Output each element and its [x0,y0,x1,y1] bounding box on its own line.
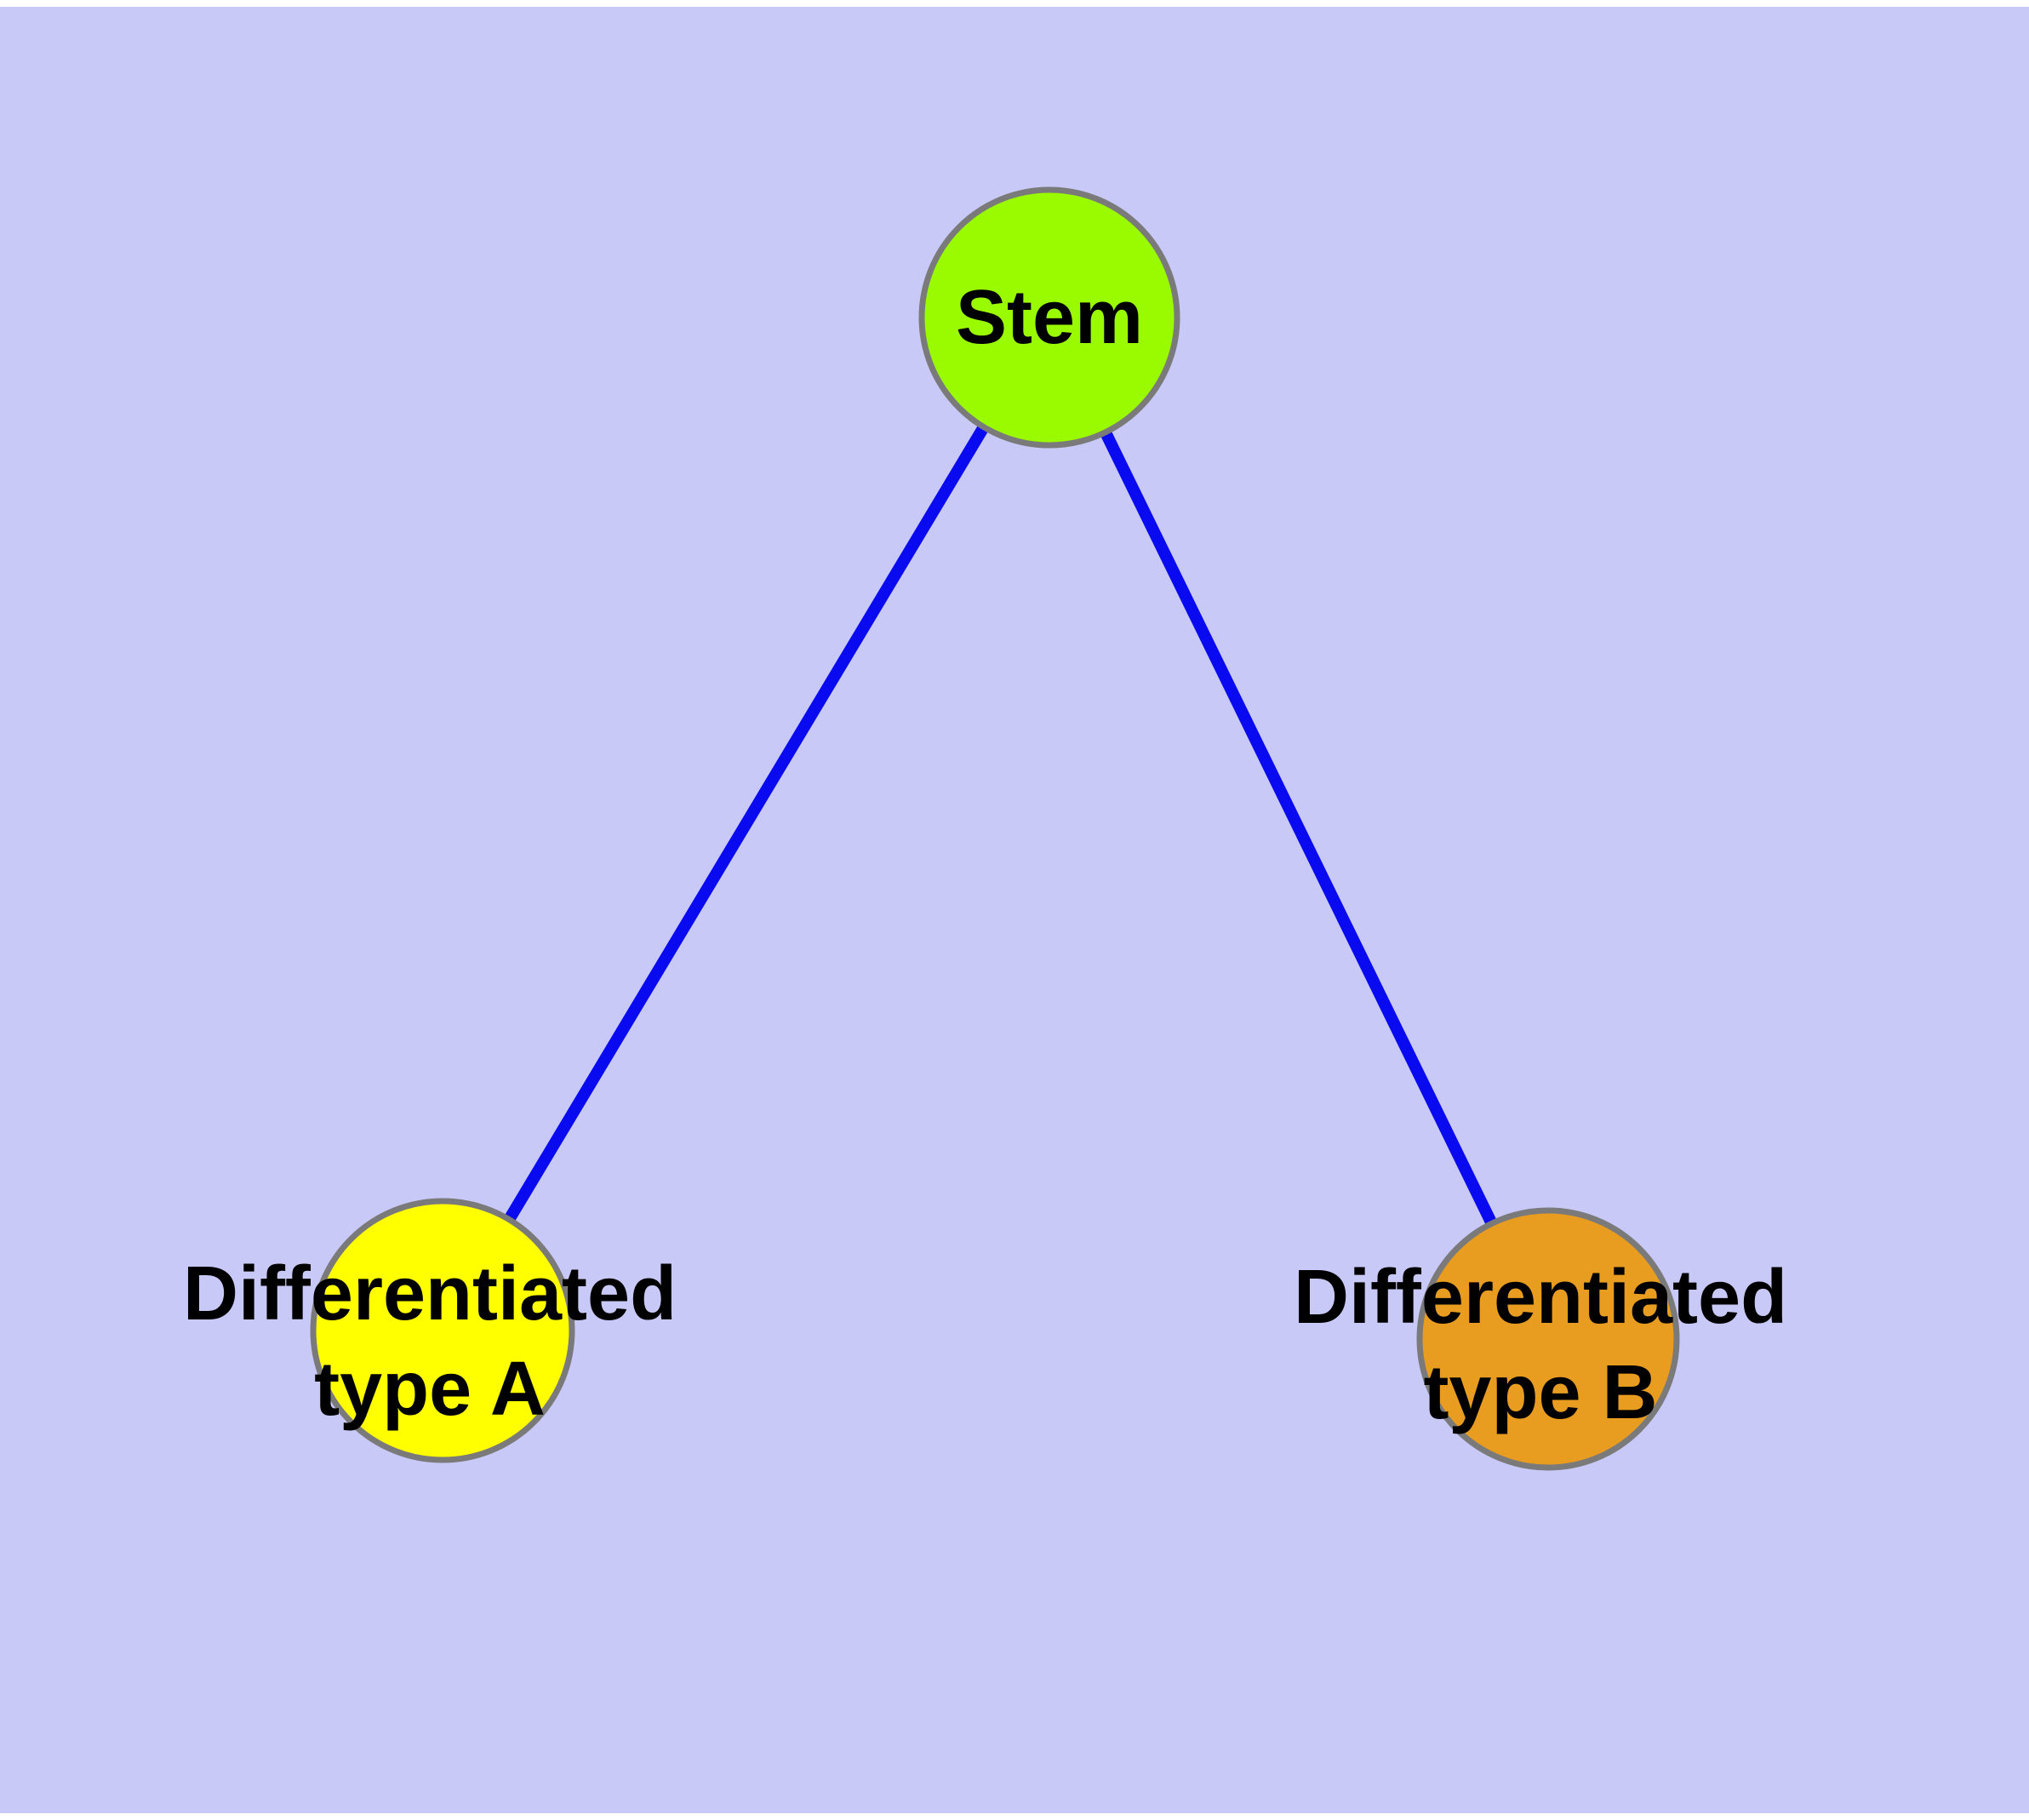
node-differentiated-type-b[interactable] [1416,1207,1680,1471]
top-margin-strip [0,0,2029,7]
node-type-b-label: Differentiated type B [1294,1250,1787,1440]
node-type-a-label: Differentiated type A [183,1246,677,1437]
node-type-b-label-line1: Differentiated [1293,1255,1788,1340]
bottom-margin-strip [0,1813,2029,1820]
node-differentiated-type-a[interactable] [310,1198,575,1463]
node-stem[interactable] [918,186,1180,449]
node-type-a-label-line1: Differentiated [182,1251,677,1336]
node-stem-label: Stem [956,270,1143,365]
edge-stem-to-type-a [437,314,1055,1334]
node-type-b-label-line2: type B [1423,1350,1658,1435]
node-type-a-label-line2: type A [314,1347,546,1432]
edge-stem-to-type-b [1043,314,1554,1342]
node-stem-label-text: Stem [955,275,1144,360]
